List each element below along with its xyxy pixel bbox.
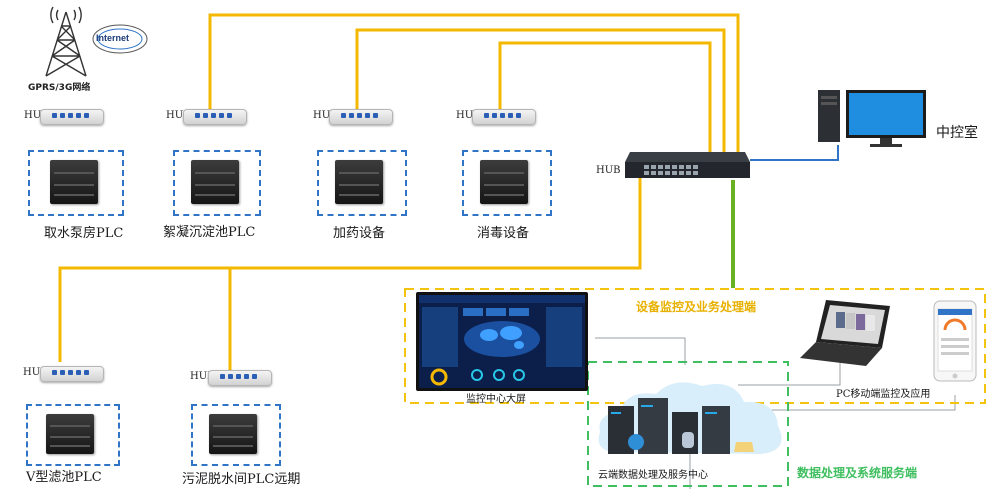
hub-label-2: HUB [166,110,191,121]
wire-blue [750,145,839,161]
gprs-network: Internet GPRS/3G网络 [28,4,150,93]
plc-device-icon [191,160,239,204]
plc-box-2 [173,150,261,216]
hub-6 [208,370,272,386]
control-room-pc [818,88,928,148]
smartphone [933,300,977,382]
wire-3 [498,41,712,160]
monitoring-zone-title: 设备监控及业务处理端 [636,300,757,314]
cloud-label: 云端数据处理及服务中心 [598,470,708,481]
hub-2 [183,109,247,125]
hub-label-4: HUB [456,110,481,121]
laptop-icon [800,300,890,366]
device-label-3: 加药设备 [333,226,386,241]
plc-device-icon [50,160,98,204]
control-room-label: 中控室 [936,125,978,141]
device-label-5: V型滤池PLC [26,470,102,485]
plc-box-6 [191,404,281,466]
switch-icon [625,152,750,178]
hub-label-6: HUB [190,371,215,382]
hub-4 [472,109,536,125]
phone-icon [933,300,977,382]
internet-label: Internet [96,33,130,43]
plc-device-icon [46,414,94,454]
hub-label-1: HUB [24,110,49,121]
dashboard-icon [419,295,585,386]
plc-device-icon [335,160,383,204]
device-label-1: 取水泵房PLC [44,226,124,241]
device-label-2: 絮凝沉淀池PLC [163,225,256,240]
cloud-server-icon [598,382,782,454]
cloud-center [594,372,790,466]
plc-box-5 [26,404,120,466]
plc-box-4 [462,150,552,216]
central-switch [620,150,750,182]
hub-1 [40,109,104,125]
hub-3 [329,109,393,125]
laptop [800,298,894,368]
hub-5 [40,366,104,382]
wire-2 [355,28,726,160]
data-zone-border [587,361,789,487]
plc-box-1 [28,150,124,216]
central-hub-label: HUB [596,165,621,176]
tower-icon [45,6,148,77]
plc-device-icon [209,414,257,454]
device-label-4: 消毒设备 [477,226,530,241]
device-label-6: 污泥脱水间PLC远期 [182,472,301,487]
mobile-label: PC移动端监控及应用 [836,389,931,400]
plc-device-icon [480,160,528,204]
hub-label-3: HUB [313,110,338,121]
plc-box-3 [317,150,407,216]
data-zone-title: 数据处理及系统服务端 [797,466,918,480]
big-screen-label: 监控中心大屏 [466,394,526,405]
wire-1 [208,13,740,160]
network-label: GPRS/3G网络 [28,83,91,93]
hub-label-5: HUB [23,367,48,378]
wire-4 [58,178,642,362]
big-screen-display [416,292,588,391]
computer-icon [818,90,926,147]
